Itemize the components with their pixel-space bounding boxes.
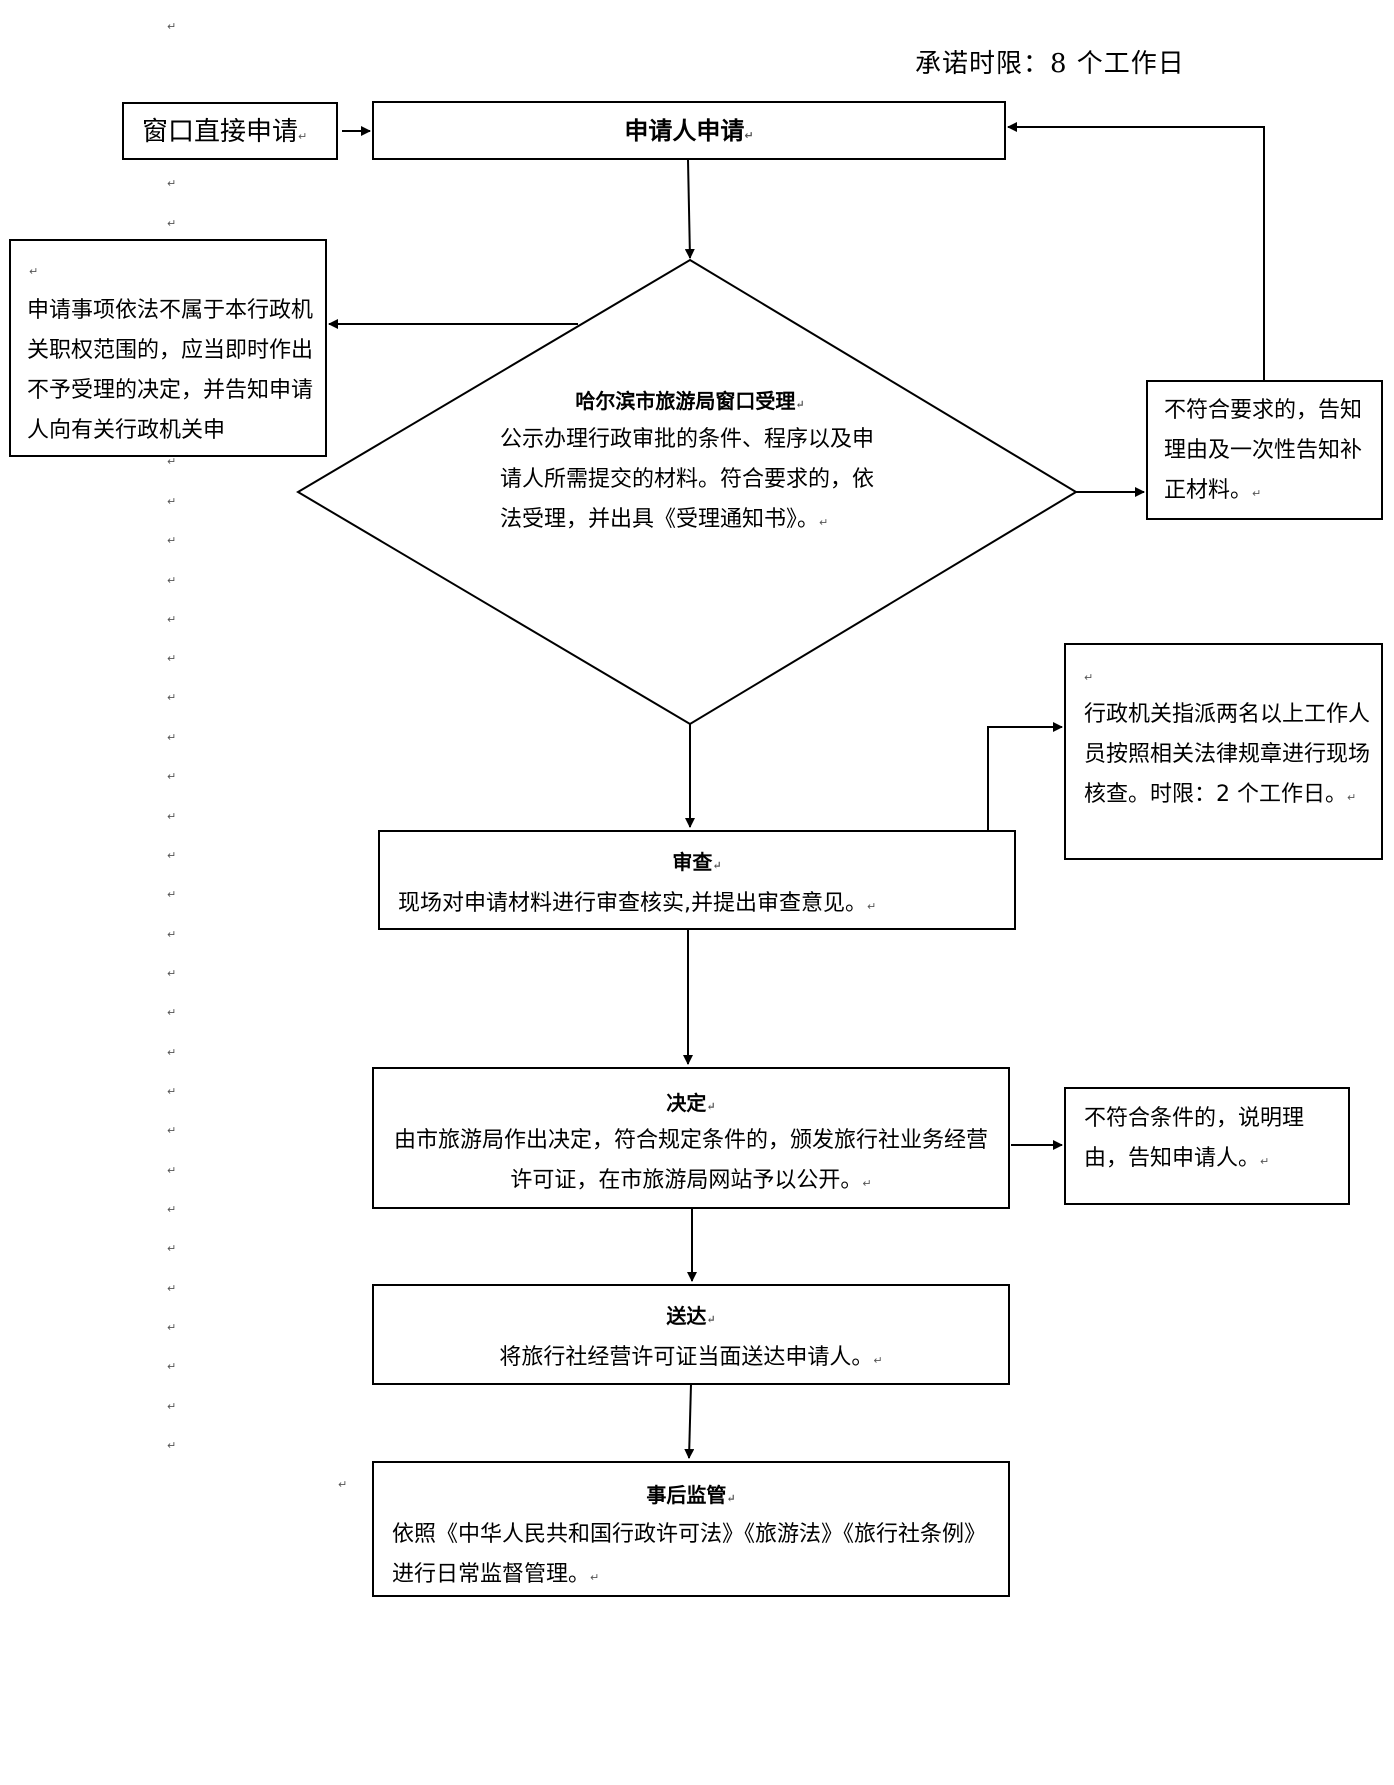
paragraph-mark: ↵: [1084, 671, 1094, 684]
arrow-supplement-to-applicant: [1007, 122, 1265, 380]
paragraph-mark: ↵: [167, 217, 177, 230]
paragraph-mark: ↵: [167, 770, 177, 783]
supervise-box: 事后监管↵ 依照《中华人民共和国行政许可法》《旅游法》《旅行社条例》进行日常监督…: [372, 1461, 1010, 1597]
paragraph-mark: ↵: [29, 265, 39, 278]
paragraph-mark: ↵: [167, 1046, 177, 1059]
applicant-apply-label: 申请人申请↵: [624, 117, 754, 145]
paragraph-mark: ↵: [167, 731, 177, 744]
paragraph-mark: ↵: [167, 455, 177, 468]
paragraph-mark: ↵: [167, 1439, 177, 1452]
not-in-scope-box: ↵ 申请事项依法不属于本行政机关职权范围的，应当即时作出不予受理的决定，并告知申…: [9, 239, 327, 457]
decision-box: 决定↵ 由市旅游局作出决定，符合规定条件的，颁发旅行社业务经营许可证，在市旅游局…: [372, 1067, 1010, 1209]
onsite-check-text: 行政机关指派两名以上工作人员按照相关法律规章进行现场核查。时限：2 个工作日。↵: [1084, 702, 1371, 807]
paragraph-mark: ↵: [167, 1006, 177, 1019]
paragraph-mark: ↵: [167, 652, 177, 665]
supervise-body: 依照《中华人民共和国行政许可法》《旅游法》《旅行社条例》进行日常监督管理。↵: [392, 1522, 987, 1587]
review-title: 审查↵: [672, 850, 722, 874]
not-in-scope-text: 申请事项依法不属于本行政机关职权范围的，应当即时作出不予受理的决定，并告知申请人…: [27, 298, 314, 443]
paragraph-mark: ↵: [167, 177, 177, 190]
paragraph-mark: ↵: [167, 1242, 177, 1255]
window-apply-box: 窗口直接申请↵: [122, 102, 338, 160]
reject-text: 不符合条件的，说明理由，告知申请人。↵: [1084, 1106, 1305, 1171]
paragraph-mark: ↵: [167, 1164, 177, 1177]
paragraph-mark: ↵: [338, 1478, 348, 1491]
onsite-check-box: ↵ 行政机关指派两名以上工作人员按照相关法律规章进行现场核查。时限：2 个工作日…: [1064, 643, 1383, 860]
paragraph-mark: ↵: [167, 495, 177, 508]
arrow-review-to-onsite: [987, 722, 1063, 832]
deliver-title: 送达↵: [666, 1304, 716, 1328]
supplement-text: 不符合要求的，告知理由及一次性告知补正材料。↵: [1164, 398, 1363, 503]
paragraph-mark: ↵: [167, 810, 177, 823]
paragraph-mark: ↵: [167, 888, 177, 901]
arrow-deliver-to-supervise: [684, 1383, 695, 1459]
paragraph-mark: ↵: [167, 691, 177, 704]
paragraph-mark: ↵: [167, 1400, 177, 1413]
deliver-box: 送达↵ 将旅行社经营许可证当面送达申请人。↵: [372, 1284, 1010, 1385]
supplement-box: 不符合要求的，告知理由及一次性告知补正材料。↵: [1146, 380, 1383, 520]
decision-title: 决定↵: [666, 1091, 716, 1115]
paragraph-mark: ↵: [167, 20, 177, 33]
paragraph-mark: ↵: [167, 1360, 177, 1373]
decision-body: 由市旅游局作出决定，符合规定条件的，颁发旅行社业务经营许可证，在市旅游局网站予以…: [394, 1128, 989, 1193]
paragraph-mark: ↵: [167, 1085, 177, 1098]
paragraph-mark: ↵: [167, 534, 177, 547]
review-body: 现场对申请材料进行审查核实,并提出审查意见。↵: [398, 891, 877, 916]
arrow-applicant-to-accept: [684, 159, 695, 259]
review-box: 审查↵ 现场对申请材料进行审查核实,并提出审查意见。↵: [378, 830, 1016, 930]
time-limit-label: 承诺时限：8 个工作日: [915, 49, 1185, 79]
paragraph-mark: ↵: [167, 849, 177, 862]
paragraph-mark: ↵: [167, 1124, 177, 1137]
accept-body: 公示办理行政审批的条件、程序以及申请人所需提交的材料。符合要求的，依法受理，并出…: [500, 427, 875, 532]
deliver-body: 将旅行社经营许可证当面送达申请人。↵: [499, 1345, 883, 1370]
accept-title: 哈尔滨市旅游局窗口受理↵: [575, 389, 805, 413]
paragraph-mark: ↵: [167, 613, 177, 626]
paragraph-mark: ↵: [167, 1321, 177, 1334]
paragraph-mark: ↵: [167, 967, 177, 980]
paragraph-mark: ↵: [167, 1282, 177, 1295]
reject-box: 不符合条件的，说明理由，告知申请人。↵: [1064, 1087, 1350, 1205]
paragraph-mark: ↵: [167, 928, 177, 941]
paragraph-mark: ↵: [167, 574, 177, 587]
supervise-title: 事后监管↵: [646, 1483, 736, 1507]
window-apply-label: 窗口直接申请↵: [142, 117, 308, 147]
paragraph-mark: ↵: [167, 1203, 177, 1216]
applicant-apply-box: 申请人申请↵: [372, 101, 1006, 160]
